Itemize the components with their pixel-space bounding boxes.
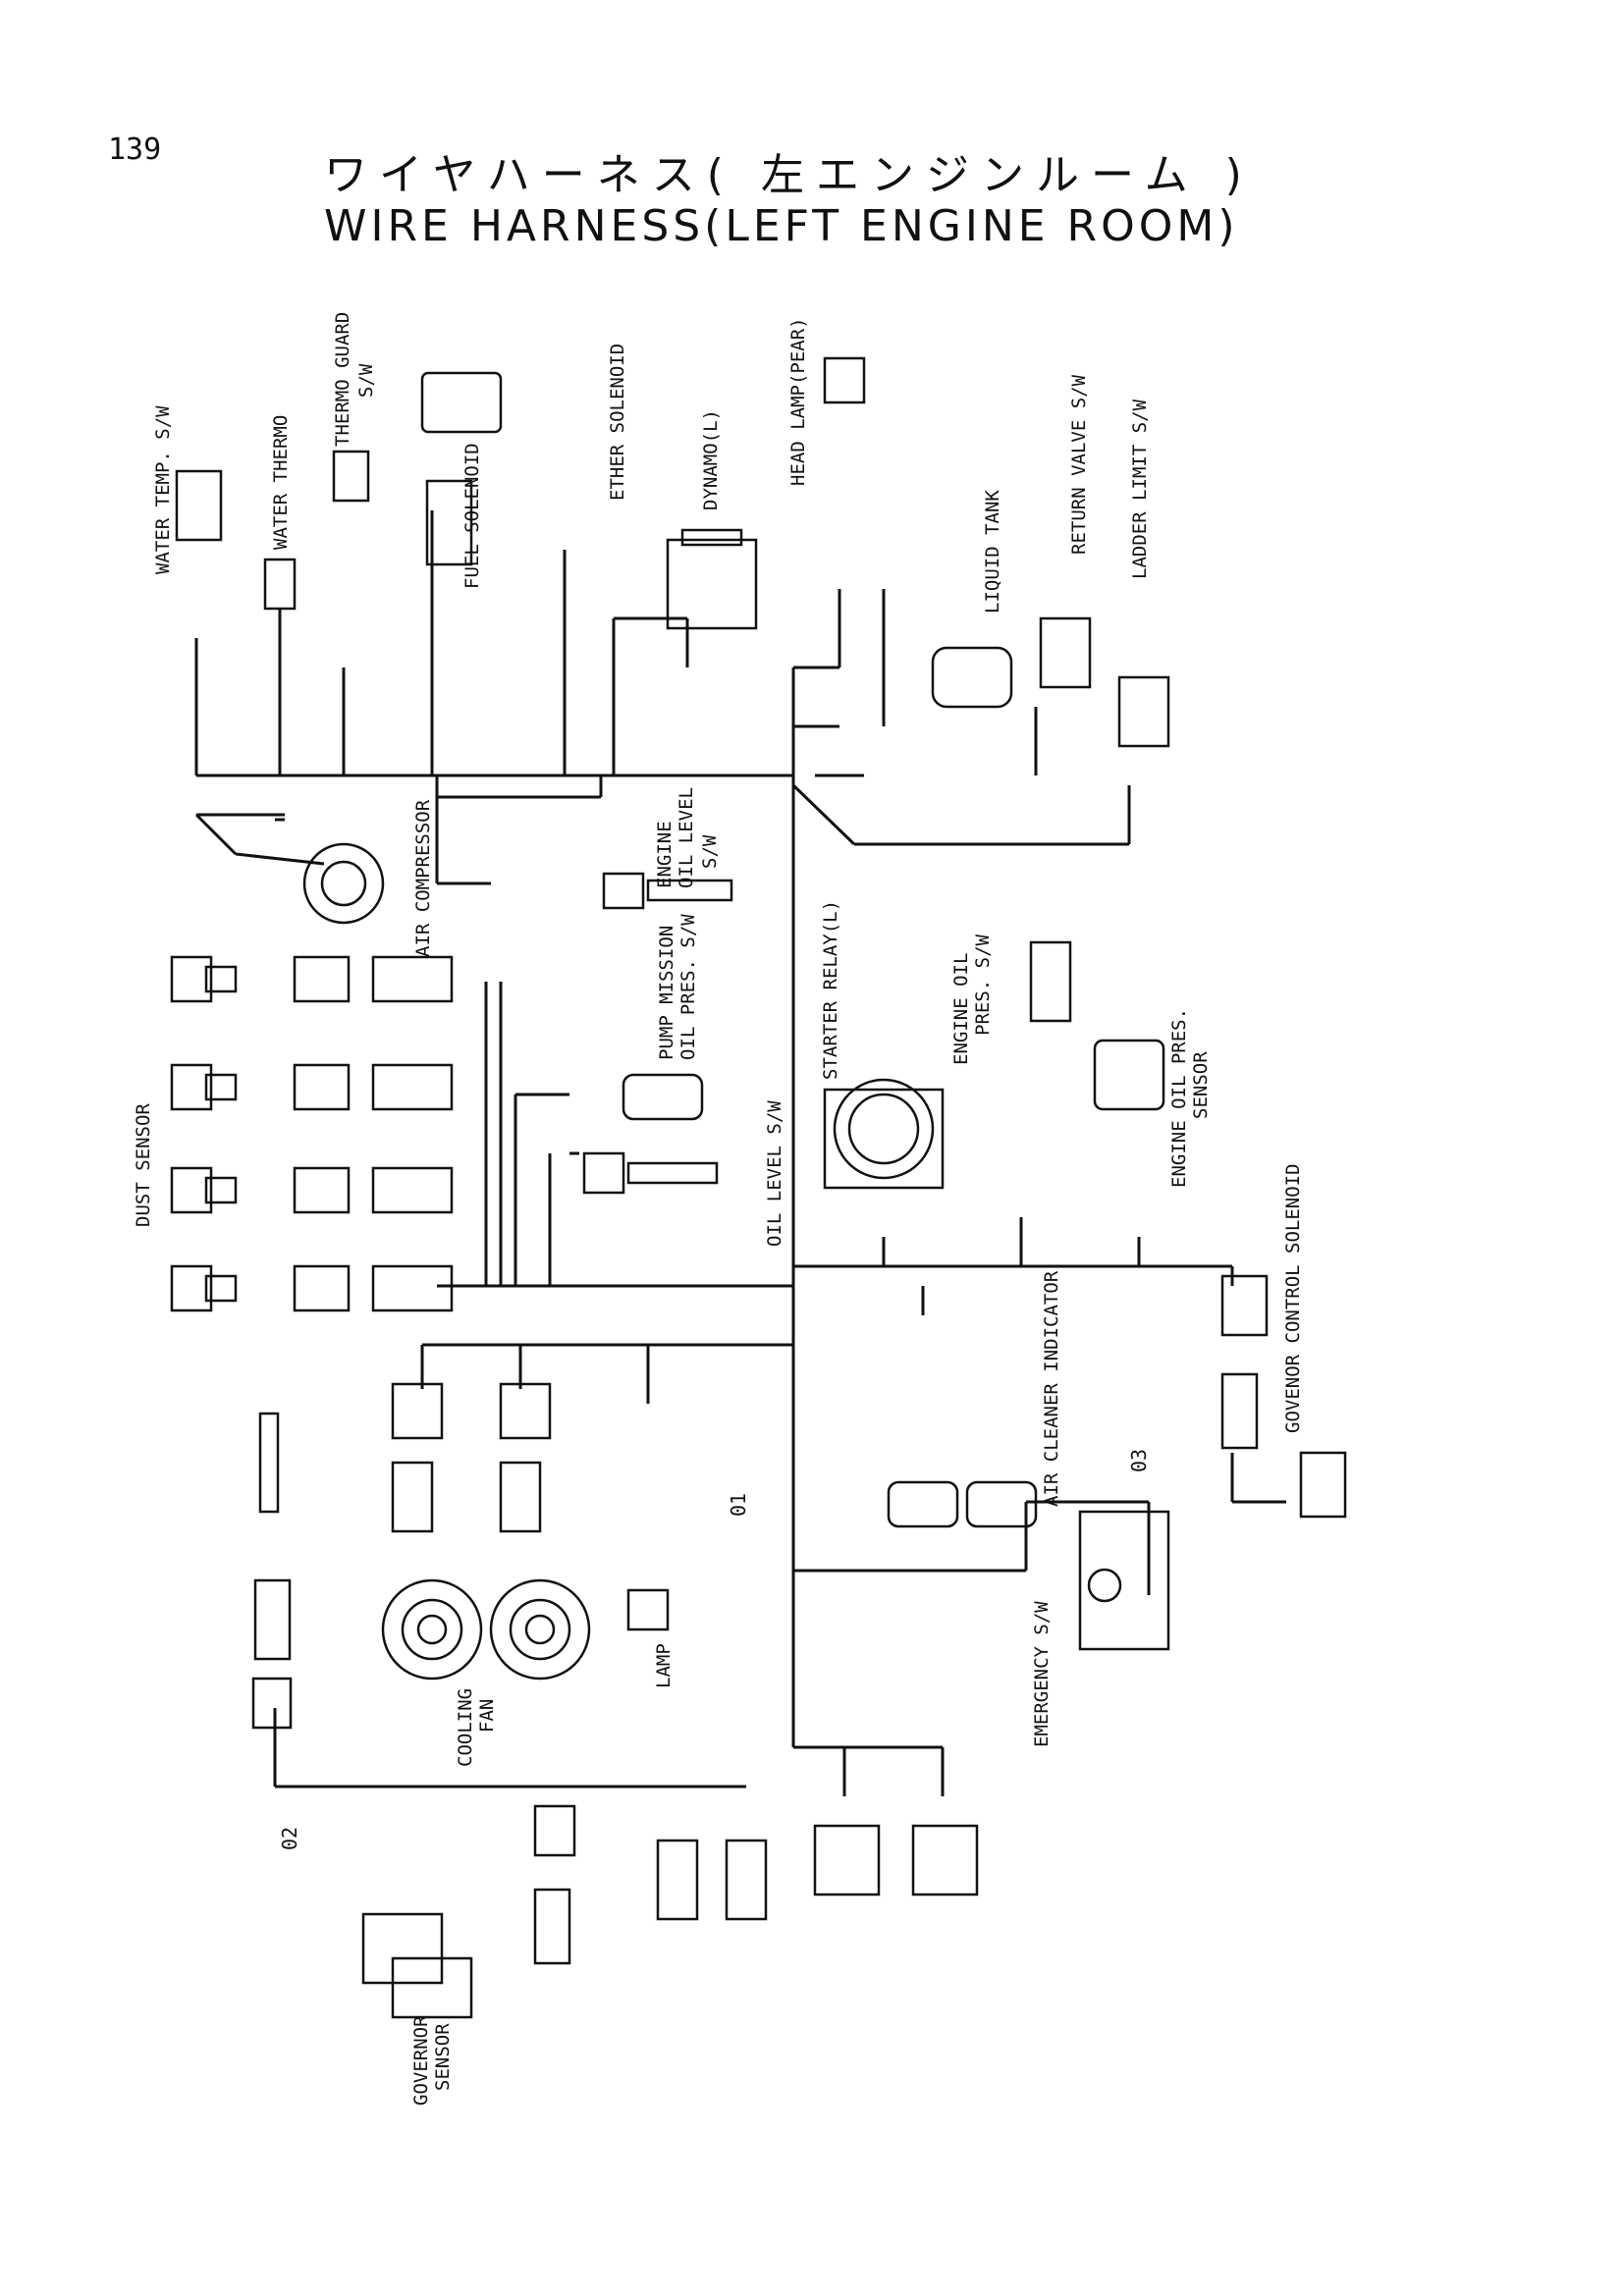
label-oil-level-sw: OIL LEVEL S/W [764, 1100, 785, 1247]
label-cooling-fan-2: FAN [476, 1698, 498, 1733]
trunk-wires [194, 510, 1286, 1796]
label-dynamo: DYNAMO(L) [700, 409, 722, 510]
label-ladder-limit-sw: LADDER LIMIT S/W [1129, 399, 1151, 579]
label-dust-sensor: DUST SENSOR [133, 1103, 154, 1227]
label-return-valve-sw: RETURN VALVE S/W [1068, 374, 1090, 555]
label-head-lamp: HEAD LAMP(PEAR) [787, 317, 809, 486]
label-pump-mission-2: OIL PRES. S/W [677, 914, 699, 1060]
label-thermo-guard-1: THERMO GUARD [332, 311, 353, 447]
harness-number-03: 03 [1127, 1448, 1151, 1472]
harness-number-02: 02 [278, 1826, 301, 1850]
label-emergency-sw: EMERGENCY S/W [1031, 1601, 1053, 1747]
label-air-cleaner-indicator: AIR CLEANER INDICATOR [1041, 1270, 1062, 1507]
label-engine-oil-pres-sensor-2: SENSOR [1190, 1051, 1212, 1119]
label-thermo-guard-2: S/W [355, 363, 377, 398]
label-engine-oil-level-3: S/W [699, 834, 721, 869]
label-pump-mission-1: PUMP MISSION [656, 925, 677, 1060]
label-lamp: LAMP [653, 1643, 675, 1688]
label-governor-control-solenoid: GOVENOR CONTROL SOLENOID [1282, 1163, 1304, 1433]
label-fuel-solenoid: FUEL SOLENOID [461, 443, 483, 589]
label-governor-sensor-1: GOVERNOR [410, 2015, 432, 2106]
label-water-temp-sw: WATER TEMP. S/W [152, 405, 174, 574]
label-engine-oil-pres-sw-2: PRES. S/W [972, 934, 994, 1036]
label-engine-oil-level-2: OIL LEVEL [676, 787, 697, 888]
page-title-japanese: ワイヤハーネス( 左エンジンルーム ) [324, 150, 1254, 200]
label-governor-sensor-2: SENSOR [432, 2023, 454, 2091]
page-title: WIRE HARNESS(LEFT ENGINE ROOM) [324, 201, 1239, 251]
page-number: 139 [108, 133, 162, 167]
label-air-compressor: AIR COMPRESSOR [412, 799, 434, 957]
components [170, 356, 1347, 2019]
label-liquid-tank: LIQUID TANK [982, 490, 1003, 614]
label-ether-solenoid: ETHER SOLENOID [607, 343, 628, 501]
label-engine-oil-pres-sensor-1: ENGINE OIL PRES. [1168, 1007, 1190, 1188]
label-starter-relay: STARTER RELAY(L) [820, 899, 841, 1080]
label-water-thermo: WATER THERMO [270, 414, 292, 550]
label-engine-oil-level-1: ENGINE [654, 821, 676, 888]
harness-number-01: 01 [727, 1492, 750, 1517]
label-cooling-fan-1: COOLING [455, 1687, 476, 1767]
label-engine-oil-pres-sw-1: ENGINE OIL [950, 952, 972, 1065]
